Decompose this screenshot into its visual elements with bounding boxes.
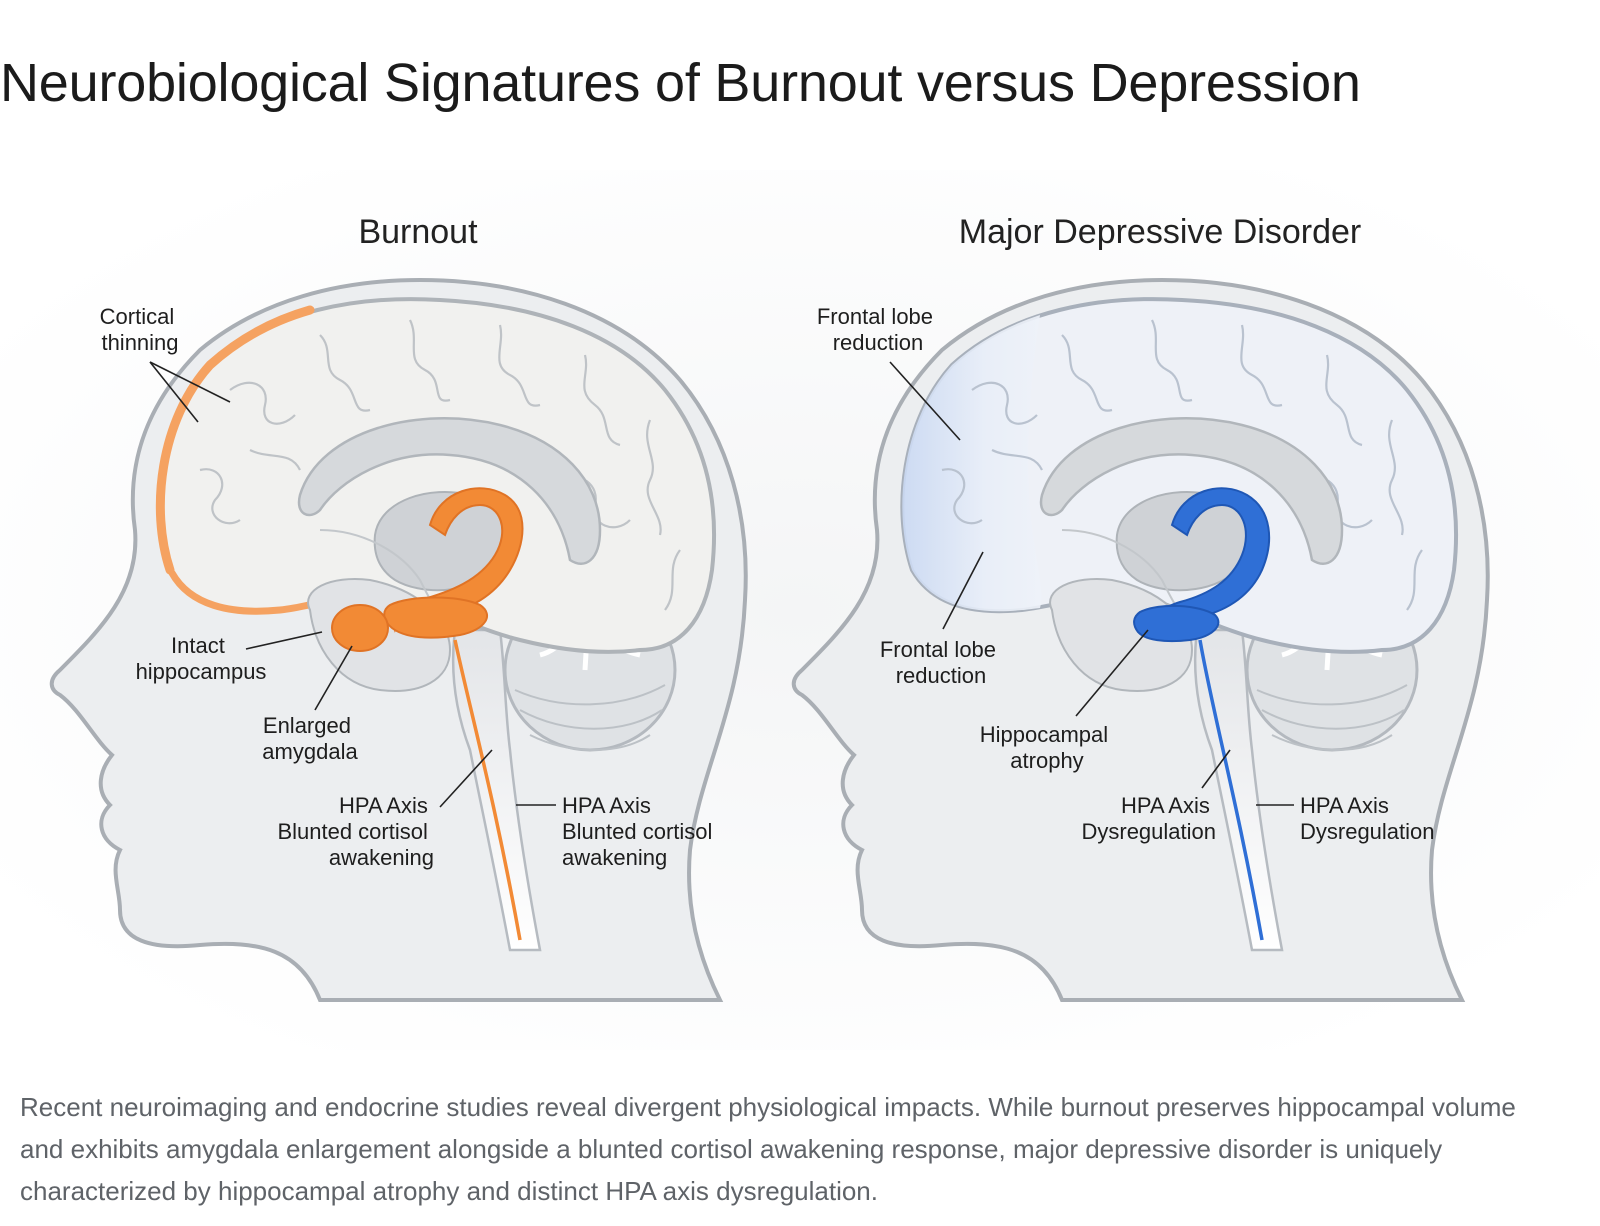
depression-hippocampus-body <box>1133 604 1220 643</box>
burnout-leader-lines <box>149 361 556 808</box>
burnout-hippocampus-label: Intact hippocampus <box>136 633 267 684</box>
depression-hpa-right-label: HPA Axis Dysregulation <box>1300 793 1435 844</box>
depression-panel: Major Depressive Disorder <box>791 213 1490 1002</box>
burnout-amygdala-label: Enlarged amygdala <box>262 713 358 764</box>
brain-comparison-figure: Burnout <box>0 150 1600 1060</box>
burnout-amygdala <box>331 604 389 652</box>
burnout-panel: Burnout <box>49 213 748 1002</box>
burnout-hpa-axis-line <box>453 639 522 941</box>
depression-leader-lines <box>889 361 1294 806</box>
burnout-cortical-thinning-rim <box>155 305 315 575</box>
depression-brainstem <box>1193 628 1284 952</box>
burnout-hpa-right-label: HPA Axis Blunted cortisol awakening <box>562 793 719 870</box>
burnout-brainstem <box>451 628 542 952</box>
depression-corpus-callosum <box>1039 417 1344 565</box>
burnout-cortical-thinning-label: Cortical thinning <box>100 304 181 355</box>
figure-caption: Recent neuroimaging and endocrine studie… <box>20 1092 1516 1206</box>
depression-frontal-shading <box>902 315 1042 612</box>
depression-frontal-mid-label: Frontal lobe reduction <box>880 637 1002 688</box>
depression-hpa-axis-line <box>1198 639 1264 941</box>
depression-panel-title: Major Depressive Disorder <box>959 213 1361 251</box>
page-title: Neurobiological Signatures of Burnout ve… <box>0 53 1361 113</box>
depression-frontal-top-label: Frontal lobe reduction <box>817 304 939 355</box>
burnout-hpa-left-label: HPA Axis Blunted cortisol awakening <box>277 793 434 870</box>
burnout-panel-title: Burnout <box>358 213 478 251</box>
depression-hippocampus-label: Hippocampal atrophy <box>980 722 1115 773</box>
burnout-corpus-callosum <box>297 417 602 565</box>
burnout-hippocampus-body <box>383 596 488 639</box>
depression-hpa-left-label: HPA Axis Dysregulation <box>1081 793 1216 844</box>
